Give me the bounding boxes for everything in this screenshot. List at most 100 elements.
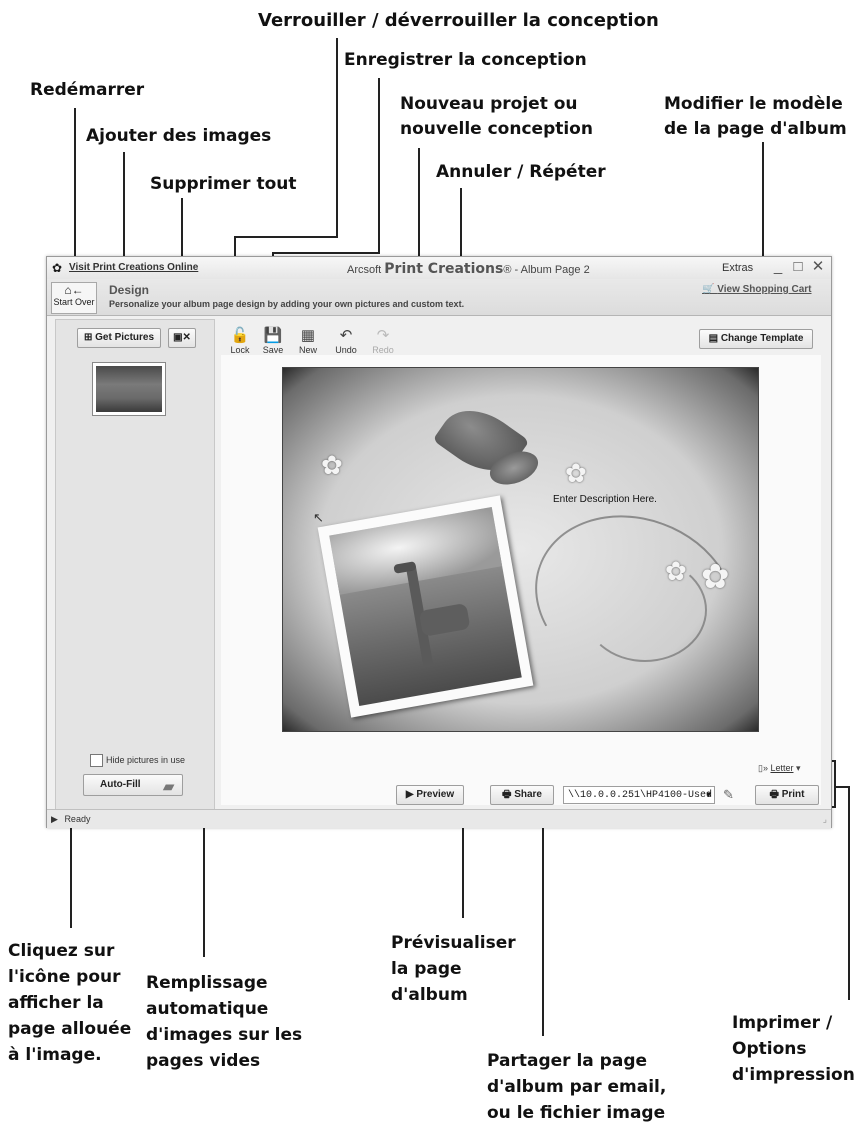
visit-online-link[interactable]: Visit Print Creations Online [69,262,199,273]
leader-change-template [762,142,764,336]
redo-icon: ↷ [376,327,390,344]
auto-fill-icon: ▰ [163,778,174,794]
start-over-button[interactable]: ⌂← Start Over [51,282,97,314]
design-subtitle: Personalize your album page design by ad… [109,299,465,309]
delete-all-button[interactable]: ▣✕ [168,328,196,348]
leader-save-v1 [378,78,380,254]
new-icon: ▦ [300,327,316,344]
bottom-bar: ▶ Preview 🖶 Share \\10.0.0.251\HP4100-Us… [221,783,829,809]
leader-print-h [834,786,850,788]
paper-size-label: Letter [770,763,794,773]
get-pictures-icon: ⊞ [83,332,96,343]
preview-icon: ▶ [405,789,417,800]
resize-grip-icon[interactable]: ⌟ [822,814,827,824]
new-label: New [298,345,317,355]
title-prefix: Arcsoft [347,264,382,276]
auto-fill-label: Auto-Fill [100,779,141,790]
design-canvas: ✿ ✿ ✿ ✿ Enter Description Here. ↖ [221,355,821,805]
change-template-button[interactable]: ▤ Change Template [699,329,813,349]
redo-label: Redo [372,345,394,355]
description-text[interactable]: Enter Description Here. [553,494,657,505]
photo-frame[interactable] [317,495,534,718]
hide-pictures-row[interactable]: Hide pictures in use [90,754,185,767]
save-icon: 💾 [263,327,283,344]
callout-delete-all: Supprimer tout [150,174,297,194]
lock-button[interactable]: 🔓 Lock [226,327,254,355]
picture-thumbnail[interactable] [92,362,166,416]
daisy-icon: ✿ [701,558,730,596]
view-shopping-cart-link[interactable]: 🛒 View Shopping Cart [702,284,812,295]
leader-add-pictures [123,152,125,326]
extras-menu[interactable]: Extras [722,262,754,274]
callout-print: Imprimer / Options d'impression [732,1013,855,1085]
printer-select[interactable]: \\10.0.0.251\HP4100-Used ▼ [563,786,715,804]
leader-auto-fill [203,783,205,957]
title-bar: ✿ Visit Print Creations Online Arcsoft P… [47,257,831,279]
callout-auto-fill: Remplissage automatique d'images sur les… [146,973,303,1071]
new-button[interactable]: ▦ New [294,327,322,355]
share-icon: 🖶 [501,789,515,800]
pictures-panel: ⊞ Get Pictures ▣✕ Hide pictures in use A… [55,319,215,810]
redo-button[interactable]: ↷ Redo [369,327,397,355]
delete-all-icon: ▣✕ [173,332,191,343]
printer-settings-icon[interactable]: ✎ [723,787,734,802]
save-button[interactable]: 💾 Save [259,327,287,355]
maximize-icon[interactable]: □ [793,258,803,275]
daisy-icon: ✿ [665,556,687,586]
callout-restart: Redémarrer [30,80,145,100]
template-icon: ▤ [708,333,721,344]
undo-icon: ↶ [339,327,353,344]
undo-button[interactable]: ↶ Undo [332,327,360,355]
design-bar: ⌂← Start Over Design Personalize your al… [47,279,831,316]
preview-button[interactable]: ▶ Preview [396,785,464,805]
auto-fill-button[interactable]: Auto-Fill ▰ [83,774,183,796]
print-button[interactable]: 🖶 Print [755,785,819,805]
hide-pictures-label: Hide pictures in use [106,754,186,765]
cart-label: View Shopping Cart [717,284,812,295]
callout-preview: Prévisualiser la page d'album [391,933,516,1005]
leader-restart [74,108,76,276]
preview-label: Preview [416,789,455,800]
callout-share: Partager la page d'album par email, ou l… [487,1051,667,1123]
print-label: Print [781,789,805,800]
leader-print-v [848,786,850,1000]
paper-size-selector[interactable]: ▯» Letter ▾ [758,763,801,774]
chevron-down-icon: ▾ [793,763,801,773]
daisy-icon: ✿ [565,458,587,488]
album-page[interactable]: ✿ ✿ ✿ ✿ Enter Description Here. ↖ [282,367,759,732]
status-bar: ▶ Ready ⌟ [47,809,831,828]
change-template-label: Change Template [720,333,804,344]
hide-pictures-checkbox[interactable] [90,754,103,767]
undo-label: Undo [335,345,357,355]
paper-icon: ▯» [758,763,771,773]
close-icon[interactable]: ✕ [811,258,825,275]
home-back-icon: ⌂← [64,283,84,297]
save-label: Save [262,345,284,355]
leader-print-bracket [834,760,836,808]
app-window: ✿ Visit Print Creations Online Arcsoft P… [46,256,832,828]
expand-icon[interactable]: ▶ [51,814,58,824]
window-title: Arcsoft Print Creations® - Album Page 2 [347,261,590,277]
decorative-swirl-inner [583,558,707,662]
leader-share [542,800,544,1036]
app-icon: ✿ [52,261,63,275]
giraffe-photo[interactable] [329,506,522,707]
status-text: Ready [64,814,91,824]
share-button[interactable]: 🖶 Share [490,785,554,805]
callout-undo-redo: Annuler / Répéter [436,162,606,182]
title-brand: Print Creations [384,261,504,277]
design-title: Design [109,283,150,297]
cart-icon: 🛒 [702,284,718,295]
chevron-down-icon: ▼ [706,791,711,800]
callout-change-template: Modifier le modèle de la page d'album [664,94,847,139]
minimize-icon[interactable]: _ [773,258,783,275]
leader-lock-v1 [336,38,338,238]
callout-thumbnail-click: Cliquez sur l'icône pour afficher la pag… [8,941,132,1065]
mouse-cursor-icon: ↖ [313,510,324,525]
share-label: Share [514,789,542,800]
start-over-label: Start Over [53,297,95,307]
get-pictures-button[interactable]: ⊞ Get Pictures [77,328,161,348]
print-icon: 🖶 [769,789,782,800]
title-suffix: ® - Album Page 2 [503,264,590,276]
lock-icon: 🔓 [230,327,250,344]
